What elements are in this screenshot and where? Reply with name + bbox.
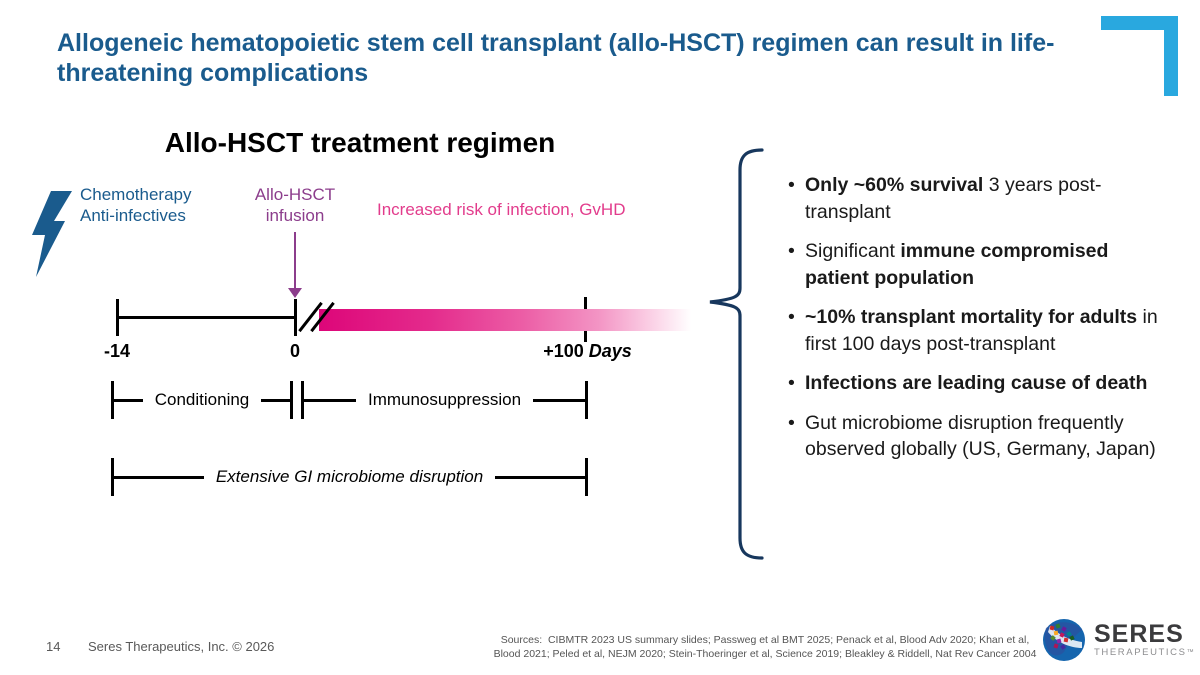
infection-risk-gradient-bar xyxy=(319,309,691,331)
span-endbar xyxy=(290,381,294,419)
logo-subtitle: THERAPEUTICS™ xyxy=(1094,647,1195,658)
bullet-marker: • xyxy=(788,306,795,328)
bullet-marker: • xyxy=(788,174,795,196)
timeline-tick-zero xyxy=(294,299,297,336)
corner-accent-horizontal xyxy=(1101,16,1178,30)
bullet-text: Gut microbiome disruption frequently obs… xyxy=(805,411,1156,461)
seres-globe-icon xyxy=(1043,619,1085,661)
span-immunosuppression: Immunosuppression xyxy=(301,381,589,419)
diagram-heading: Allo-HSCT treatment regimen xyxy=(164,127,556,158)
tick-label-plus100: +100 Days xyxy=(525,341,650,362)
tick-label-plus100-value: +100 xyxy=(543,341,584,361)
span-line xyxy=(304,398,356,402)
grouping-brace xyxy=(709,148,764,560)
bullet-marker: • xyxy=(788,240,795,262)
span-endbar xyxy=(111,381,114,419)
page-number: 14 xyxy=(46,639,61,654)
lightning-bolt-icon xyxy=(32,191,72,277)
bullet-item: • Significant immune compromised patient … xyxy=(788,238,1168,291)
slide-title: Allogeneic hematopoietic stem cell trans… xyxy=(57,29,1055,87)
sources-line1: Sources: CIBMTR 2023 US summary slides; … xyxy=(500,634,1030,646)
logo-text: SERES THERAPEUTICS™ xyxy=(1094,620,1195,659)
span-conditioning: Conditioning xyxy=(111,381,294,419)
timeline-axis xyxy=(117,316,296,319)
span-gi-disruption-label: Extensive GI microbiome disruption xyxy=(215,467,484,486)
company-logo: SERES THERAPEUTICS™ xyxy=(1042,618,1195,662)
span-endbar xyxy=(301,381,304,419)
span-endbar xyxy=(111,458,114,496)
logo-name: SERES xyxy=(1094,620,1184,648)
bullet-list: • Only ~60% survival 3 years post-transpl… xyxy=(788,172,1168,476)
bullet-item: • Gut microbiome disruption frequently ob… xyxy=(788,410,1168,463)
tick-label-minus14: -14 xyxy=(103,341,130,361)
label-chemotherapy-line2: Anti-infectives xyxy=(80,206,186,225)
tick-label-days-unit: Days xyxy=(588,341,632,361)
label-infusion-line1: Allo-HSCT xyxy=(254,185,336,204)
label-chemotherapy: Chemotherapy Anti-infectives xyxy=(80,184,192,226)
bullet-marker: • xyxy=(788,372,795,394)
label-infusion: Allo-HSCT infusion xyxy=(240,184,350,226)
tick-label-zero: 0 xyxy=(289,341,300,361)
span-line xyxy=(114,398,143,402)
span-endbar xyxy=(585,381,589,419)
span-gi-disruption: Extensive GI microbiome disruption xyxy=(111,458,589,496)
bullet-marker: • xyxy=(788,411,795,434)
bullet-text: ~10% transplant mortality for adults in … xyxy=(805,306,1158,355)
span-line xyxy=(114,475,204,479)
bullet-item: • Infections are leading cause of death xyxy=(788,370,1168,397)
label-infection-risk: Increased risk of infection, GvHD xyxy=(377,200,626,219)
logo-subtitle-text: THERAPEUTICS xyxy=(1094,647,1187,658)
corner-accent-vertical xyxy=(1164,16,1178,96)
span-immunosuppression-label: Immunosuppression xyxy=(367,390,522,409)
bullet-text: Only ~60% survival 3 years post-transpla… xyxy=(805,174,1102,223)
bullet-item: • Only ~60% survival 3 years post-transpl… xyxy=(788,172,1168,225)
timeline-tick-minus14 xyxy=(116,299,119,336)
span-line xyxy=(261,398,291,402)
infusion-arrow-head xyxy=(288,288,302,298)
bullet-item: • ~10% transplant mortality for adults in… xyxy=(788,304,1168,357)
sources-line2: Blood 2021; Peled et al, NEJM 2020; Stei… xyxy=(493,648,1037,660)
bullet-text: Significant immune compromised patient p… xyxy=(805,240,1109,289)
span-endbar xyxy=(585,458,589,496)
copyright-text: Seres Therapeutics, Inc. © 2026 xyxy=(88,639,275,654)
label-infusion-line2: infusion xyxy=(265,206,325,225)
span-line xyxy=(495,475,586,479)
sources-citation: Sources: CIBMTR 2023 US summary slides; … xyxy=(470,633,1060,661)
label-chemotherapy-line1: Chemotherapy xyxy=(80,185,192,204)
infusion-arrow-line xyxy=(294,232,296,289)
span-line xyxy=(533,398,586,402)
bullet-text: Infections are leading cause of death xyxy=(805,372,1148,394)
span-conditioning-label: Conditioning xyxy=(154,390,250,409)
logo-trademark: ™ xyxy=(1186,649,1196,656)
